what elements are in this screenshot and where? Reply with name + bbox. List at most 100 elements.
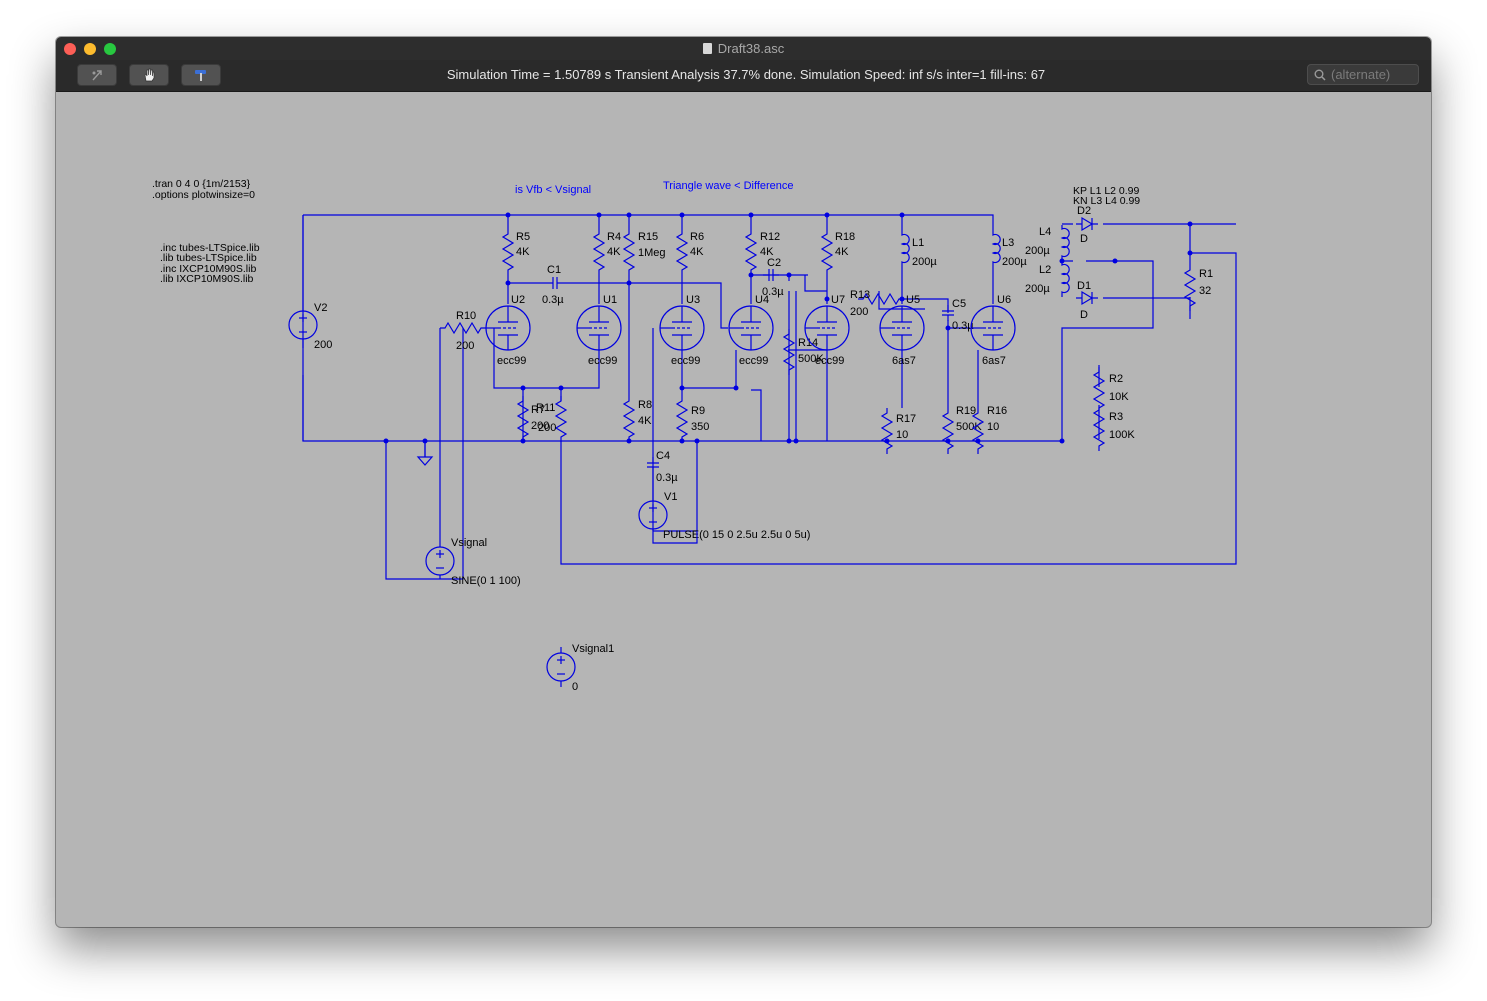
search-box[interactable] xyxy=(1307,64,1419,85)
directive-inc-tubes[interactable]: .inc tubes-LTSpice.lib xyxy=(160,242,260,254)
svg-text:6as7: 6as7 xyxy=(892,355,916,367)
capacitor-C1[interactable]: C1 0.3µ xyxy=(542,264,564,306)
svg-text:L4: L4 xyxy=(1039,226,1051,238)
toolbar: Simulation Time = 1.50789 s Transient An… xyxy=(56,60,1431,92)
svg-text:0.3µ: 0.3µ xyxy=(952,320,974,332)
halt-simulation-button[interactable] xyxy=(77,64,117,86)
comment-triangle[interactable]: Triangle wave < Difference xyxy=(663,180,794,192)
svg-text:C1: C1 xyxy=(547,264,561,276)
directive-inc-ixcp[interactable]: .inc IXCP10M90S.lib xyxy=(160,263,256,275)
svg-text:200µ: 200µ xyxy=(1025,245,1050,257)
svg-text:R17: R17 xyxy=(896,413,916,425)
svg-text:R10: R10 xyxy=(456,310,476,322)
svg-text:1Meg: 1Meg xyxy=(638,247,666,259)
svg-text:4K: 4K xyxy=(760,246,774,258)
diode-D1[interactable]: D1D xyxy=(1075,280,1099,321)
svg-text:10: 10 xyxy=(987,421,999,433)
svg-text:R14: R14 xyxy=(798,337,818,349)
simulation-status: Simulation Time = 1.50789 s Transient An… xyxy=(446,67,1046,82)
svg-text:0: 0 xyxy=(572,681,578,693)
svg-text:C2: C2 xyxy=(767,257,781,269)
capacitor-C4[interactable]: C40.3µ xyxy=(646,450,678,484)
directive-options[interactable]: .options plotwinsize=0 xyxy=(152,189,255,201)
directive-tran[interactable]: .tran 0 4 0 {1m/2153} xyxy=(152,178,251,190)
search-input[interactable] xyxy=(1331,67,1415,82)
svg-text:U5: U5 xyxy=(906,294,920,306)
svg-text:V2: V2 xyxy=(314,302,327,314)
svg-text:R13: R13 xyxy=(850,289,870,301)
svg-text:D: D xyxy=(1080,233,1088,245)
close-window-button[interactable] xyxy=(64,43,76,55)
svg-text:SINE(0 1 100): SINE(0 1 100) xyxy=(451,575,521,587)
title-bar: Draft38.asc xyxy=(56,37,1431,60)
capacitor-C2[interactable]: C20.3µ xyxy=(762,257,784,298)
comment-vfb[interactable]: is Vfb < Vsignal xyxy=(515,184,591,196)
svg-text:D1: D1 xyxy=(1077,280,1091,292)
svg-text:4K: 4K xyxy=(835,246,849,258)
svg-text:R18: R18 xyxy=(835,231,855,243)
ground-symbol xyxy=(416,441,434,466)
svg-text:V1: V1 xyxy=(664,491,677,503)
svg-text:200µ: 200µ xyxy=(912,256,937,268)
search-icon xyxy=(1314,69,1326,81)
svg-text:32: 32 xyxy=(1199,285,1211,297)
svg-text:10: 10 xyxy=(896,429,908,441)
svg-text:0.3µ: 0.3µ xyxy=(542,294,564,306)
document-icon xyxy=(702,43,712,54)
zoom-window-button[interactable] xyxy=(104,43,116,55)
directive-lib-ixcp[interactable]: .lib IXCP10M90S.lib xyxy=(160,273,254,285)
svg-text:PULSE(0 15 0 2.5u 2.5u 0 5u): PULSE(0 15 0 2.5u 2.5u 0 5u) xyxy=(663,529,810,541)
pan-button[interactable] xyxy=(129,64,169,86)
svg-text:ecc99: ecc99 xyxy=(739,355,768,367)
svg-text:L2: L2 xyxy=(1039,264,1051,276)
directive-lib-tubes[interactable]: .lib tubes-LTSpice.lib xyxy=(160,252,257,264)
svg-text:U3: U3 xyxy=(686,294,700,306)
directive-kp[interactable]: KP L1 L2 0.99 xyxy=(1073,185,1140,197)
svg-text:6as7: 6as7 xyxy=(982,355,1006,367)
diode-D2[interactable]: D2D xyxy=(1075,205,1099,245)
minimize-window-button[interactable] xyxy=(84,43,96,55)
svg-text:ecc99: ecc99 xyxy=(588,355,617,367)
inductor-L4[interactable]: L4 200µ xyxy=(1025,224,1070,262)
directive-kn[interactable]: KN L3 L4 0.99 xyxy=(1073,195,1140,207)
tube-U5[interactable]: U5 6as7 xyxy=(879,294,925,367)
svg-text:4K: 4K xyxy=(690,246,704,258)
capacitor-C5[interactable]: C50.3µ xyxy=(941,298,974,332)
svg-text:100K: 100K xyxy=(1109,429,1135,441)
hammer-button[interactable] xyxy=(181,64,221,86)
schematic-canvas[interactable]: .tran 0 4 0 {1m/2153} .options plotwinsi… xyxy=(56,91,1431,927)
svg-text:Vsignal: Vsignal xyxy=(451,537,487,549)
svg-text:200: 200 xyxy=(538,422,556,434)
